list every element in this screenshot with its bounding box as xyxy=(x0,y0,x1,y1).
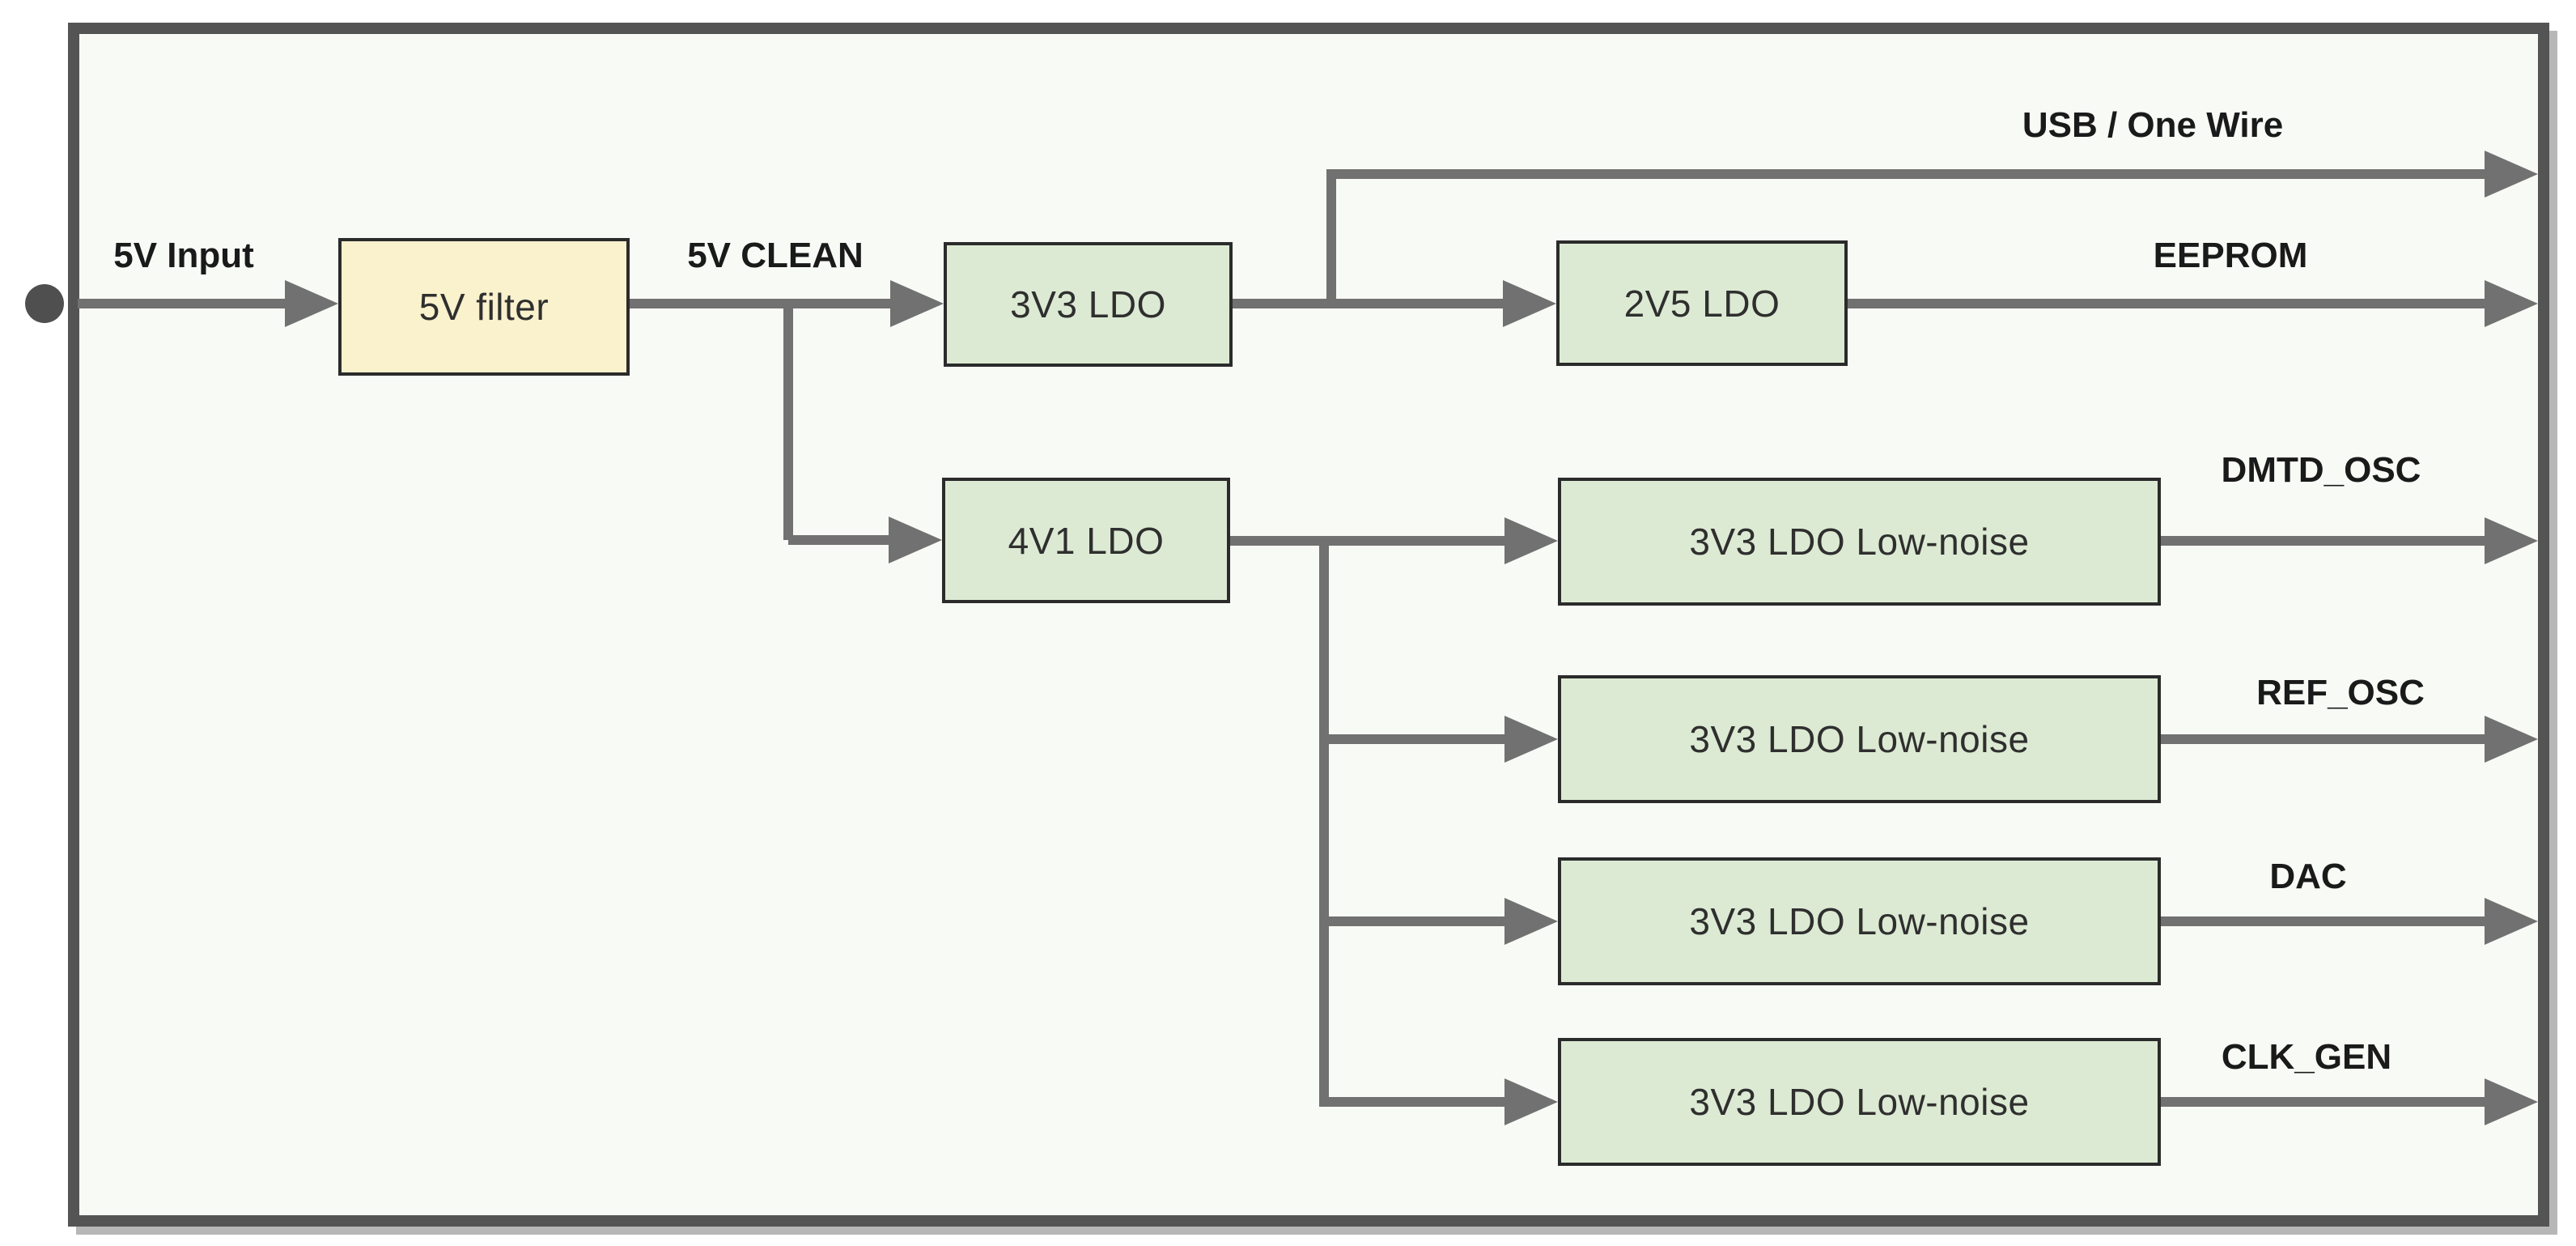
wire-clk-gen xyxy=(2161,1097,2486,1107)
wire-to-ln3 xyxy=(1324,916,1508,926)
wire-eeprom xyxy=(1848,299,2486,308)
arrow-into-filter-icon xyxy=(285,280,338,327)
node-5v-filter: 5V filter xyxy=(338,238,630,376)
label-dac: DAC xyxy=(2269,857,2347,896)
arrow-into-4v1-icon xyxy=(889,517,942,563)
wire-ref-osc xyxy=(2161,734,2486,744)
arrow-dmtd-out-icon xyxy=(2485,517,2538,564)
node-3v3-low-noise-2: 3V3 LDO Low-noise xyxy=(1558,675,2161,803)
wire-to-ln2 xyxy=(1324,734,1508,744)
node-2v5-ldo: 2V5 LDO xyxy=(1556,240,1848,366)
label-usb-one-wire: USB / One Wire xyxy=(2022,105,2284,145)
node-3v3-low-noise-4: 3V3 LDO Low-noise xyxy=(1558,1038,2161,1166)
arrow-into-ln4-icon xyxy=(1504,1078,1558,1125)
wire-5v-input xyxy=(78,299,290,308)
wire-3v3-to-2v5 xyxy=(1233,299,1508,308)
arrow-into-ln1-icon xyxy=(1504,517,1558,564)
node-3v3-low-noise-3: 3V3 LDO Low-noise xyxy=(1558,857,2161,985)
diagram-frame xyxy=(68,23,2549,1227)
wire-usb-one-wire xyxy=(1331,169,2486,179)
arrow-usb-out-icon xyxy=(2485,151,2538,198)
node-3v3-low-noise-1: 3V3 LDO Low-noise xyxy=(1558,478,2161,606)
wire-usb-riser xyxy=(1326,169,1336,308)
node-4v1-ldo: 4V1 LDO xyxy=(942,478,1230,603)
label-dmtd-osc: DMTD_OSC xyxy=(2221,450,2421,490)
label-clk-gen: CLK_GEN xyxy=(2221,1037,2392,1077)
label-5v-clean: 5V CLEAN xyxy=(687,236,864,275)
arrow-into-3v3-icon xyxy=(890,280,944,327)
arrow-into-2v5-icon xyxy=(1503,280,1556,327)
arrow-dac-out-icon xyxy=(2485,898,2538,945)
arrow-into-ln3-icon xyxy=(1504,898,1558,945)
wire-4v1-out xyxy=(1230,536,1508,546)
wire-4v1-trunk xyxy=(1319,536,1329,1107)
wire-to-4v1 xyxy=(788,535,892,545)
label-eeprom: EEPROM xyxy=(2153,236,2308,275)
label-ref-osc: REF_OSC xyxy=(2256,673,2425,712)
arrow-into-ln2-icon xyxy=(1504,716,1558,763)
wire-5v-clean xyxy=(630,299,892,308)
wire-5v-clean-branch xyxy=(783,299,793,540)
input-terminal-dot xyxy=(25,284,64,323)
label-5v-input: 5V Input xyxy=(113,236,254,275)
wire-dmtd-osc xyxy=(2161,536,2486,546)
arrow-ref-out-icon xyxy=(2485,716,2538,763)
node-3v3-ldo: 3V3 LDO xyxy=(944,242,1233,367)
wire-dac xyxy=(2161,916,2486,926)
wire-to-ln4 xyxy=(1324,1097,1508,1107)
arrow-clk-out-icon xyxy=(2485,1078,2538,1125)
arrow-eeprom-out-icon xyxy=(2485,280,2538,327)
